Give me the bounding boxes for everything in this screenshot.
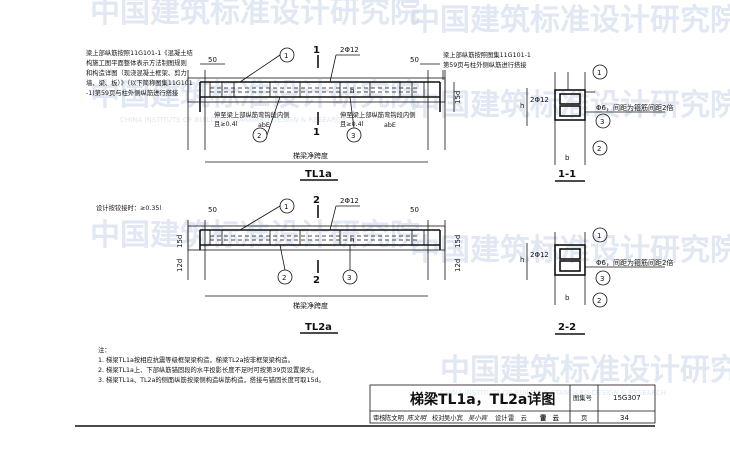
- tl1a-note_left-4: -1)第59页与柱外侧纵筋进行搭接: [86, 88, 179, 97]
- watermark-cn: 中国建筑标准设计研究院: [90, 78, 420, 113]
- tl1a-note_right-0: 梁上部纵筋按照图集11G101-1: [443, 50, 531, 59]
- tl1a-section_mark: 1: [313, 127, 320, 138]
- tl2a-top_bar: 2Φ12: [340, 197, 359, 205]
- tl1a-note_left-1: 构施工图平面整体表示方法制图规则: [86, 58, 187, 67]
- tl1a-callouts-1: 2: [257, 132, 261, 140]
- watermark-cn: 中国建筑标准设计研究院: [90, 0, 420, 30]
- tl1a-anchor_note_left-0: 伸至梁上部纵筋弯钩段内侧: [214, 110, 290, 119]
- notes-items-2: 3. 梯梁TL1a、TL2a的侧面纵筋按梁侧构造纵筋构造，搭接与锚固长度可取15…: [98, 375, 325, 384]
- section_2-label: 2-2: [558, 322, 576, 333]
- title-block: 梯梁TL1a，TL2a详图 图集号 15G307 审核 陈文明 陈文明 校对 吴…: [75, 384, 656, 427]
- title_block-atlas_label: 图集号: [573, 393, 592, 402]
- title_block-checker: 吴小宾: [444, 413, 463, 422]
- title_block-reviewer: 陈文明: [385, 413, 404, 422]
- title_block-title: 梯梁TL1a，TL2a详图: [410, 391, 555, 408]
- watermark-en: CHINA INSTITUTE OF BUILDING STANDARD DES…: [120, 116, 346, 124]
- tl2a-span: 梯梁净跨度: [293, 301, 328, 310]
- section_2-callouts-2: 3: [600, 275, 604, 283]
- tl1a-callouts-2: 3: [351, 132, 355, 140]
- title_block-review_label: 审核: [373, 413, 386, 422]
- tl1a-dim_50_left: 50: [208, 56, 217, 64]
- title_block-page_no: 34: [620, 414, 629, 422]
- tl2a-callouts-2: 3: [347, 274, 351, 282]
- tl1a-elevation: 1 1 2Φ12 50 50 h 15d 1 2 3 伸至梁上部纵筋弯钩段内侧 …: [86, 45, 531, 181]
- tl2a-note_left: 设计按铰接时：≥0.35l: [96, 203, 161, 212]
- tl1a-dim_15d: 15d: [454, 91, 462, 104]
- tl2a-dim_15d: 15d: [454, 235, 462, 248]
- section_2-width: b: [565, 294, 570, 302]
- tl2a-dim_50_right: 50: [410, 206, 419, 214]
- section-2-2: 2Φ12 Φ6，间距为箍筋间距2倍 h b 1 2 3 2-2: [520, 227, 673, 335]
- tl1a-dim_50_right: 50: [410, 56, 419, 64]
- tl1a-anchor_sub: abE: [384, 122, 396, 129]
- tl2a-height: h: [350, 236, 354, 244]
- section_1-height: h: [520, 102, 524, 110]
- tl2a-label: TL2a: [305, 322, 332, 333]
- section_1-callouts-2: 3: [600, 118, 604, 126]
- watermark-cn: 中国建筑标准设计研究院: [410, 233, 730, 268]
- tl1a-note_right-1: 第59页与柱外侧纵筋进行搭接: [443, 60, 527, 69]
- tl2a-dim_12d: 12d: [176, 259, 184, 272]
- tl1a-height: h: [350, 87, 354, 95]
- notes-items-0: 1. 梯梁TL1a按相应抗震等级框架梁构造，梯梁TL2a按非框架梁构造。: [98, 355, 294, 364]
- signature-designer: 雷 云: [540, 413, 560, 422]
- notes-heading: 注：: [98, 345, 111, 354]
- title_block-check_label: 校对: [432, 413, 445, 422]
- section_1-stirrup: Φ6，间距为箍筋间距2倍: [596, 103, 673, 112]
- section_1-width: b: [565, 154, 570, 162]
- tl2a-callouts-1: 2: [282, 274, 286, 282]
- tl1a-top_bar: 2Φ12: [340, 46, 359, 54]
- tl1a-label: TL1a: [305, 169, 332, 180]
- tl1a-anchor_note_right-0: 伸至梁上部纵筋弯钩段内侧: [340, 110, 416, 119]
- general-notes: 注： 1. 梯梁TL1a按相应抗震等级框架梁构造，梯梁TL2a按非框架梁构造。 …: [98, 345, 325, 384]
- tl2a-dim_50_left: 50: [208, 206, 217, 214]
- tl1a-section_mark: 1: [313, 45, 320, 56]
- watermark-cn: 中国建筑标准设计研究院: [410, 3, 730, 38]
- tl1a-note-left: 梁上部纵筋按照11G101-1《混凝土结 构施工图平面整体表示方法制图规则 和构…: [86, 48, 193, 97]
- tl1a-callouts-0: 1: [284, 52, 288, 60]
- watermark-en: CHINA INSTITUTE OF BUILDING STANDARD DES…: [440, 389, 666, 397]
- title_block-page_label: 页: [581, 414, 587, 422]
- tl2a-elevation: 2 2 2Φ12 50 50 h 15d 15d 12d 12d 1 2 3 设…: [96, 195, 462, 334]
- tl2a-dim_12d: 12d: [454, 259, 462, 272]
- section_2-bar: 2Φ12: [530, 251, 549, 259]
- watermark-cn: 中国建筑标准设计研究院: [90, 218, 420, 253]
- tl2a-section_mark: 2: [313, 195, 320, 206]
- watermark: 中国建筑标准设计研究院 中国建筑标准设计研究院 中国建筑标准设计研究院 中国建筑…: [90, 0, 730, 397]
- section-1-1: 2Φ12 Φ6，间距为箍筋间距2倍 h b 1 2 3 1-1: [520, 64, 673, 182]
- watermark-cn: 中国建筑标准设计研究院: [440, 353, 730, 388]
- signature-checker: 吴小宾: [468, 414, 488, 422]
- section_2-callouts-0: 1: [597, 232, 601, 240]
- tl1a-anchor_note_left-1: 且≥0.4l: [214, 120, 238, 128]
- section_1-callouts-1: 2: [597, 145, 601, 153]
- notes-items-1: 2. 梯梁TL1a上、下部纵筋锚固段的水平投影长度不足时可按第39页设置梁头。: [98, 365, 318, 374]
- title_block-designer: 雷 云: [508, 414, 527, 422]
- section_2-height: h: [520, 256, 524, 264]
- title_block-design_label: 设计: [495, 413, 508, 422]
- tl1a-note_left-2: 和构造详图（现浇混凝土框架、剪力: [86, 68, 187, 77]
- tl2a-section_mark: 2: [313, 275, 320, 286]
- section_1-bar: 2Φ12: [530, 96, 549, 104]
- section_2-callouts-1: 2: [597, 297, 601, 305]
- tl1a-note_left-3: 墙、梁、板）》（以下简称图集11G101: [86, 78, 193, 87]
- tl1a-anchor_sub: abE: [258, 122, 270, 129]
- tl1a-note_left-0: 梁上部纵筋按照11G101-1《混凝土结: [86, 48, 193, 57]
- title_block-atlas_no: 15G307: [613, 394, 641, 402]
- section_1-label: 1-1: [558, 169, 576, 180]
- section_1-callouts-0: 1: [597, 69, 601, 77]
- section_2-stirrup: Φ6，间距为箍筋间距2倍: [596, 258, 673, 267]
- tl2a-callouts-0: 1: [284, 203, 288, 211]
- tl1a-anchor_note_right-1: 且≥0.4l: [340, 120, 364, 128]
- signature-reviewer: 陈文明: [407, 414, 428, 422]
- tl2a-dim_15d: 15d: [176, 235, 184, 248]
- tl1a-span: 梯梁净跨度: [293, 151, 328, 160]
